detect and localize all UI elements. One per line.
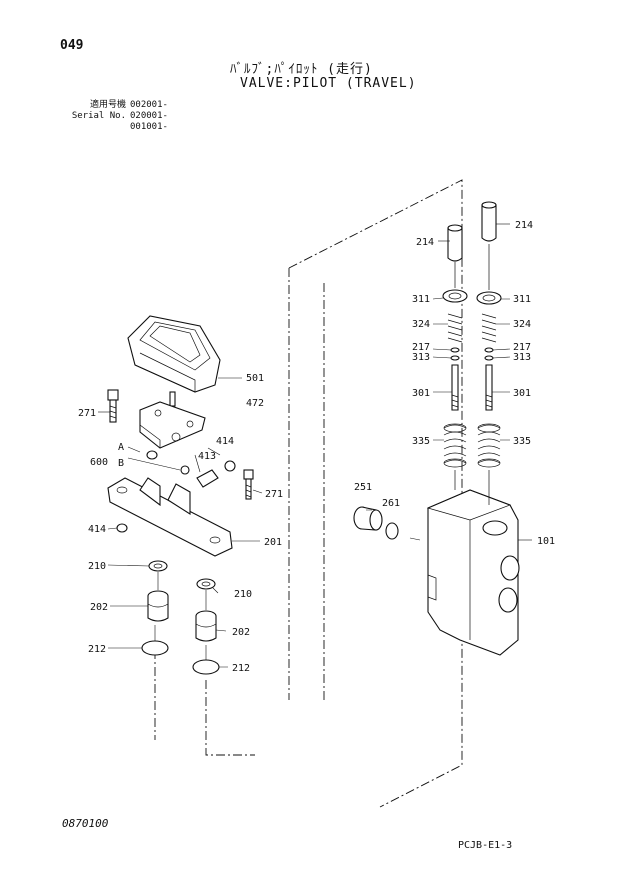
label-311: 311 — [412, 294, 430, 305]
label-A: A — [118, 442, 124, 453]
bolt-271-left — [107, 389, 119, 423]
label-217: 217 — [412, 342, 430, 353]
label-313: 313 — [513, 352, 531, 363]
o-ring-212-left — [141, 640, 169, 656]
drawing-code: 0870100 — [62, 817, 109, 830]
label-301: 301 — [513, 388, 531, 399]
o-ring-261 — [385, 522, 399, 540]
pin-472 — [169, 391, 176, 407]
o-ring-212-right — [192, 659, 220, 675]
serial-value: 020001- — [130, 111, 168, 121]
label-261: 261 — [382, 498, 400, 509]
serial-value: 002001- — [130, 100, 168, 110]
label-214: 214 — [515, 220, 533, 231]
label-324: 324 — [513, 319, 531, 330]
bushing-202-left — [147, 590, 169, 622]
label-501: 501 — [246, 373, 264, 384]
serial-label: Serial No. — [71, 111, 126, 121]
label-B: B — [118, 458, 124, 469]
label-202: 202 — [90, 602, 108, 613]
label-210: 210 — [234, 589, 252, 600]
label-202: 202 — [232, 627, 250, 638]
label-101: 101 — [537, 536, 555, 547]
label-201: 201 — [264, 537, 282, 548]
label-313: 313 — [412, 352, 430, 363]
title-english: VALVE:PILOT (TRAVEL) — [240, 76, 417, 91]
serial-row: 001001- — [68, 122, 168, 133]
serial-row: 適用号機 002001- — [68, 100, 168, 111]
serial-number-block: 適用号機 002001- Serial No. 020001- 001001- — [68, 100, 168, 133]
piston-stack-left — [442, 224, 468, 468]
pin-414-lower — [116, 523, 128, 533]
bolt-271-right — [243, 469, 254, 500]
label-217: 217 — [513, 342, 531, 353]
base-plate-201 — [107, 477, 233, 557]
label-472: 472 — [246, 398, 264, 409]
label-271: 271 — [265, 489, 283, 500]
label-414: 414 — [216, 436, 234, 447]
label-600: 600 — [90, 457, 108, 468]
label-311: 311 — [513, 294, 531, 305]
cover-501 — [127, 315, 221, 393]
label-251: 251 — [354, 482, 372, 493]
title-japanese: ﾊﾞﾙﾌﾞ;ﾊﾟｲﾛｯﾄ (走行) — [230, 62, 373, 77]
label-335: 335 — [412, 436, 430, 447]
plug-251 — [353, 506, 383, 531]
plate-upper — [139, 401, 206, 449]
page-number: 049 — [60, 38, 84, 53]
label-214: 214 — [416, 237, 434, 248]
label-413: 413 — [198, 451, 216, 462]
label-210: 210 — [88, 561, 106, 572]
leader-lines — [98, 223, 532, 668]
valve-body-101 — [426, 489, 520, 656]
seal-210-right — [196, 578, 216, 590]
bushing-202-right — [195, 610, 217, 642]
label-324: 324 — [412, 319, 430, 330]
label-212: 212 — [88, 644, 106, 655]
piston-stack-right — [476, 201, 502, 468]
seal-210-left — [148, 560, 168, 572]
label-212: 212 — [232, 663, 250, 674]
part-labels: 214 214 311 311 324 324 217 217 313 313 … — [78, 220, 555, 674]
cam-parts — [146, 450, 236, 488]
assembly-boundary — [154, 179, 463, 808]
label-271: 271 — [78, 408, 96, 419]
serial-value: 001001- — [130, 122, 168, 132]
serial-label: 適用号機 — [89, 100, 126, 110]
label-414: 414 — [88, 524, 106, 535]
label-301: 301 — [412, 388, 430, 399]
label-335: 335 — [513, 436, 531, 447]
catalog-code: PCJB-E1-3 — [458, 840, 513, 851]
serial-row: Serial No. 020001- — [68, 111, 168, 122]
